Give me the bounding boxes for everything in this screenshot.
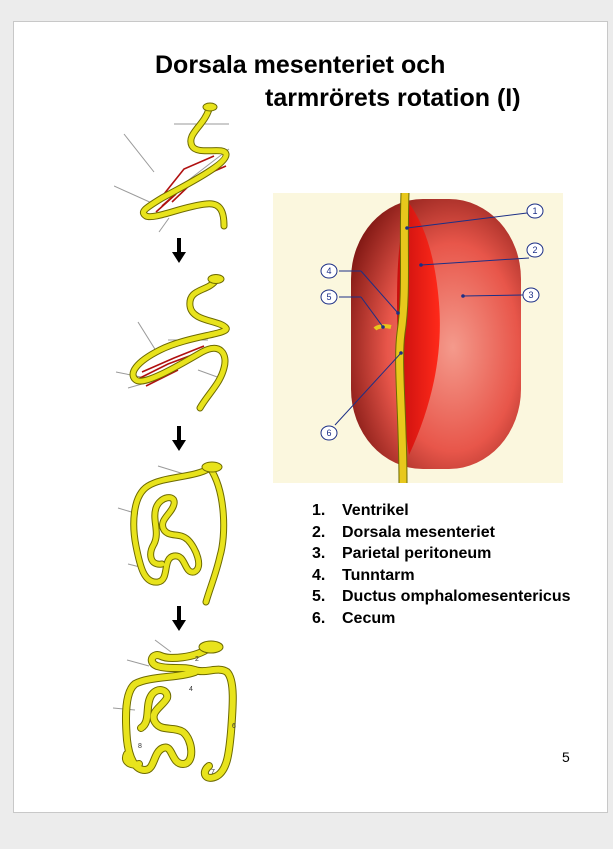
legend-item-number: 2. <box>312 523 326 541</box>
legend-item: 4. Tunntarm <box>312 565 571 587</box>
legend-item-text: Dorsala mesenteriet <box>342 523 495 541</box>
stage-label: 2 <box>195 656 199 663</box>
callout-label: 1 <box>532 206 537 216</box>
legend-item-number: 6. <box>312 609 326 627</box>
down-arrow-icon <box>172 238 186 263</box>
stage-label: 4 <box>189 686 193 693</box>
slide: Dorsala mesenteriet och tarmrörets rotat… <box>13 21 608 813</box>
stage-label: 6 <box>232 723 236 730</box>
rotation-stage-1-illustration <box>114 102 230 233</box>
rotation-stage-2-illustration <box>115 274 230 412</box>
callout-label: 2 <box>532 245 537 255</box>
down-arrow-icon <box>172 606 186 631</box>
rotation-stage-3-illustration <box>117 461 228 606</box>
legend-list: 1. Ventrikel 2. Dorsala mesenteriet 3. Pari… <box>312 500 571 629</box>
legend-item-number: 3. <box>312 545 326 562</box>
callout-label: 5 <box>326 292 331 302</box>
stage-label: 7 <box>211 769 215 776</box>
legend-item-number: 4. <box>312 566 326 584</box>
legend-item-text: Ventrikel <box>342 502 409 519</box>
callout-label: 4 <box>326 266 331 276</box>
legend-item: 6. Cecum <box>312 608 571 630</box>
callout-label: 6 <box>326 428 331 438</box>
legend-item-text: Parietal peritoneum <box>342 545 492 562</box>
legend-item: 1. Ventrikel <box>312 500 571 522</box>
legend-item: 2. Dorsala mesenteriet <box>312 522 571 544</box>
legend-item-text: Tunntarm <box>342 566 415 584</box>
slide-title-line1: Dorsala mesenteriet och <box>155 51 446 79</box>
legend-item-number: 5. <box>312 588 326 605</box>
callout-label: 3 <box>528 290 533 300</box>
stage-label: 8 <box>138 743 142 750</box>
rotation-stage-4-illustration: 2 4 6 7 8 <box>112 639 237 782</box>
legend-item: 5. Ductus omphalomesentericus <box>312 586 571 608</box>
legend-item-number: 1. <box>312 502 326 519</box>
legend-item-text: Ductus omphalomesentericus <box>342 588 571 605</box>
peritoneum-section-image: 1 2 3 4 5 6 <box>273 193 563 483</box>
down-arrow-icon <box>172 426 186 451</box>
slide-title-line2: tarmrörets rotation (I) <box>265 84 521 112</box>
page-number: 5 <box>562 749 570 765</box>
legend-item-text: Cecum <box>342 609 396 627</box>
legend-item: 3. Parietal peritoneum <box>312 543 571 565</box>
